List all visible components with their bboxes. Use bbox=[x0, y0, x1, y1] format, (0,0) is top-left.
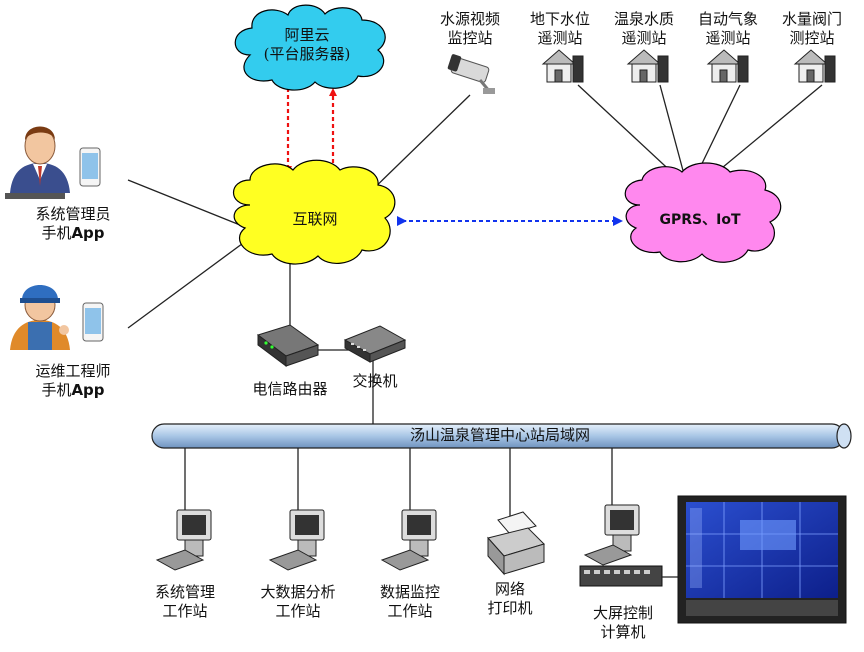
internet-label: 互联网 bbox=[292, 210, 338, 228]
switch-icon bbox=[343, 325, 407, 363]
station-link-3 bbox=[694, 84, 741, 179]
engineer-link bbox=[127, 237, 251, 329]
gprs-iot-label: GPRS、IoT bbox=[659, 212, 741, 228]
station-label-camera: 水源视频监控站 bbox=[439, 10, 500, 47]
house-icon bbox=[626, 49, 669, 83]
phone-icon bbox=[82, 302, 104, 342]
router-icon bbox=[256, 324, 320, 367]
printer-label: 网络打印机 bbox=[487, 580, 533, 617]
workstation-label-monitor: 数据监控工作站 bbox=[379, 583, 440, 620]
station-label-weather: 自动气象遥测站 bbox=[697, 10, 758, 47]
admin-label: 系统管理员 手机App bbox=[35, 205, 111, 242]
station-link-4 bbox=[704, 84, 823, 183]
connection-lines bbox=[127, 84, 823, 525]
lan-label: 汤山温泉管理中心站局域网 bbox=[409, 426, 590, 444]
computer-icon bbox=[155, 509, 212, 571]
station-label-groundwater: 地下水位遥测站 bbox=[529, 10, 590, 47]
house-icon bbox=[541, 49, 584, 83]
station-link-1 bbox=[577, 84, 679, 179]
house-icon bbox=[793, 49, 836, 83]
computer-icon bbox=[583, 504, 640, 566]
station-house-icons bbox=[541, 49, 836, 83]
workstation-label-admin: 系统管理工作站 bbox=[154, 583, 215, 620]
camera-icon bbox=[447, 54, 495, 94]
camera-link bbox=[364, 94, 471, 198]
gprs-iot-cloud-icon bbox=[624, 162, 782, 263]
switch-label: 交换机 bbox=[352, 372, 398, 390]
video-wall-icon bbox=[677, 495, 847, 624]
bigscreen-controller-label: 大屏控制计算机 bbox=[592, 604, 653, 641]
station-label-valve: 水量阀门测控站 bbox=[781, 10, 842, 47]
admin-avatar-icon bbox=[5, 126, 70, 199]
engineer-label: 运维工程师 手机App bbox=[35, 362, 111, 399]
printer-icon bbox=[487, 511, 545, 576]
admin-link bbox=[127, 179, 241, 226]
station-link-2 bbox=[659, 84, 686, 179]
computer-icon bbox=[268, 509, 325, 571]
aliyun-cloud-icon bbox=[234, 4, 386, 91]
aliyun-links bbox=[284, 88, 337, 174]
computer-icon bbox=[380, 509, 437, 571]
workstation-label-bigdata: 大数据分析工作站 bbox=[260, 583, 336, 620]
internet-cloud-icon bbox=[233, 159, 396, 265]
phone-icon bbox=[79, 147, 101, 187]
station-label-water-quality: 温泉水质遥测站 bbox=[613, 10, 674, 47]
lan-bus bbox=[151, 423, 852, 449]
engineer-avatar-icon bbox=[10, 285, 70, 350]
house-icon bbox=[706, 49, 749, 83]
controller-box-icon bbox=[579, 565, 663, 587]
router-label: 电信路由器 bbox=[252, 380, 328, 398]
aliyun-label: 阿里云 (平台服务器) bbox=[263, 26, 351, 63]
